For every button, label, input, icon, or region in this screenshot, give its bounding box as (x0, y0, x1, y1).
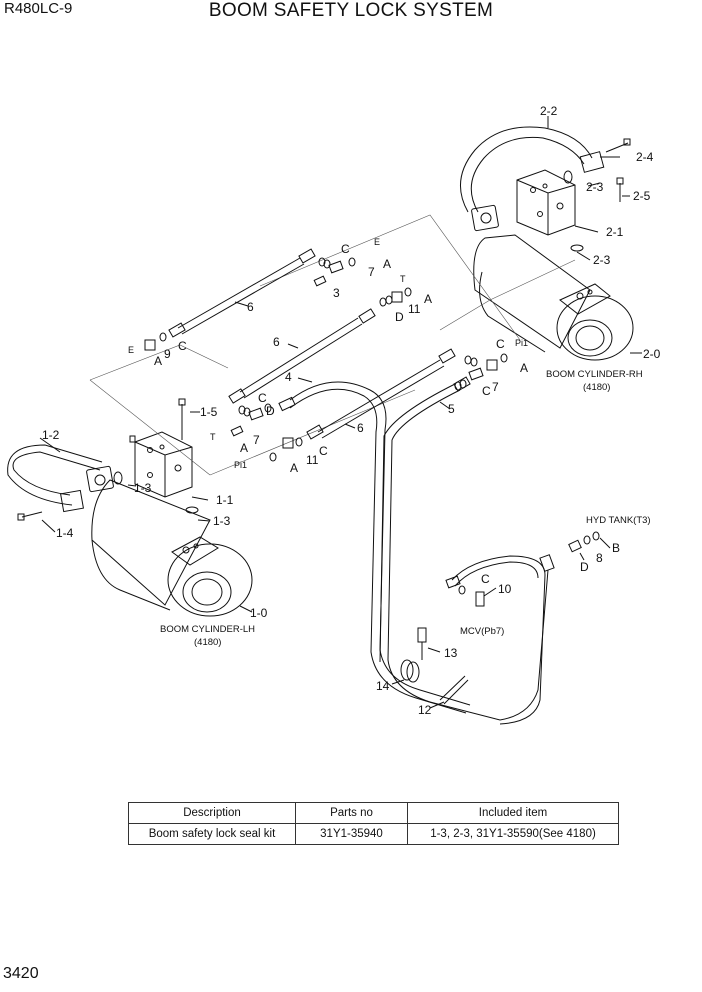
callout-1-3-lower: 1-3 (213, 514, 231, 528)
port-T-rh: T (400, 274, 406, 284)
pipe-rh-2-2 (459, 126, 631, 252)
callout-C-1: C (341, 242, 350, 256)
cell-description: Boom safety lock seal kit (128, 823, 296, 845)
callout-5: 5 (448, 402, 455, 416)
callout-2-1: 2-1 (606, 225, 624, 239)
reference-lines (89, 214, 576, 476)
callout-13: 13 (444, 646, 458, 660)
callout-10: 10 (498, 582, 512, 596)
callout-B: B (612, 541, 620, 555)
table-header-row: Description Parts no Included item (128, 802, 619, 824)
callout-2-4: 2-4 (636, 150, 654, 164)
port-Pi1-lh: Pi1 (234, 460, 247, 470)
callout-8: 8 (596, 551, 603, 565)
callout-C-2: C (178, 339, 187, 353)
callout-C-3: C (258, 391, 267, 405)
callout-7-2: 7 (253, 433, 260, 447)
callout-4: 4 (285, 370, 292, 384)
port-Pi1-rh: Pi1 (515, 338, 528, 348)
callout-6-1: 6 (247, 300, 254, 314)
table-row: Boom safety lock seal kit 31Y1-35940 1-3… (128, 823, 619, 845)
fittings (144, 257, 600, 607)
callout-C-4: C (319, 444, 328, 458)
callout-A-2: A (424, 292, 432, 306)
pipe-lh-1-2 (7, 398, 199, 521)
callout-6-2: 6 (273, 335, 280, 349)
boom-cylinder-lh (91, 479, 253, 617)
clamps (400, 627, 469, 705)
callout-C-5: C (496, 337, 505, 351)
col-parts-no: Parts no (295, 802, 408, 824)
caption-hyd-tank: HYD TANK(T3) (586, 515, 651, 526)
boom-cylinder-rh (473, 234, 634, 361)
callout-C-6: C (482, 384, 491, 398)
callout-1-3-left: 1-3 (134, 481, 152, 495)
callout-2-2: 2-2 (540, 104, 558, 118)
hoses (168, 248, 555, 725)
parts-table: Description Parts no Included item Boom … (128, 802, 619, 845)
safety-valve-rh (516, 169, 576, 236)
callout-11-1: 11 (408, 302, 421, 316)
leader-lines (39, 116, 642, 709)
callout-1-0: 1-0 (250, 606, 268, 620)
safety-valve-lh (129, 431, 193, 498)
cell-parts-no: 31Y1-35940 (295, 823, 408, 845)
callout-11-2: 11 (306, 453, 319, 467)
callout-A-6: A (520, 361, 528, 375)
callout-1-2: 1-2 (42, 428, 60, 442)
callout-2-3-lower: 2-3 (593, 253, 611, 267)
port-E-lh: E (128, 345, 134, 355)
callout-A-4: A (240, 441, 248, 455)
callout-A-1: A (383, 257, 391, 271)
callout-D-3: D (580, 560, 589, 574)
callout-6-3: 6 (357, 421, 364, 435)
callout-2-5: 2-5 (633, 189, 651, 203)
col-description: Description (128, 802, 296, 824)
callout-C-7: C (481, 572, 490, 586)
page-number: 3420 (3, 965, 39, 982)
callout-7-3: 7 (492, 380, 499, 394)
col-included-item: Included item (407, 802, 619, 824)
cell-included-item: 1-3, 2-3, 31Y1-35590(See 4180) (407, 823, 619, 845)
callout-12: 12 (418, 703, 432, 717)
callout-7-1: 7 (368, 265, 375, 279)
callout-A-5: A (290, 461, 298, 475)
page-title: BOOM SAFETY LOCK SYSTEM (208, 0, 494, 21)
callout-D-2: D (266, 404, 275, 418)
caption-mcv: MCV(Pb7) (460, 626, 504, 637)
caption-boom-cylinder-lh: BOOM CYLINDER-LH (160, 624, 255, 635)
port-T-lh: T (210, 432, 216, 442)
caption-boom-cylinder-rh: BOOM CYLINDER-RH (546, 369, 643, 380)
port-E-rh: E (374, 237, 380, 247)
callout-2-0: 2-0 (643, 347, 661, 361)
callout-2-3-upper: 2-3 (586, 180, 604, 194)
caption-boom-cylinder-lh-ref: (4180) (194, 637, 221, 648)
callout-A-3: A (154, 354, 162, 368)
caption-boom-cylinder-rh-ref: (4180) (583, 382, 610, 393)
callout-9: 9 (164, 347, 171, 361)
model-number: R480LC-9 (4, 0, 73, 17)
callout-1-4: 1-4 (56, 526, 74, 540)
callout-1-5: 1-5 (200, 405, 218, 419)
callout-3: 3 (333, 286, 340, 300)
callout-1-1: 1-1 (216, 493, 234, 507)
callout-14: 14 (376, 679, 390, 693)
callout-D-1: D (395, 310, 404, 324)
